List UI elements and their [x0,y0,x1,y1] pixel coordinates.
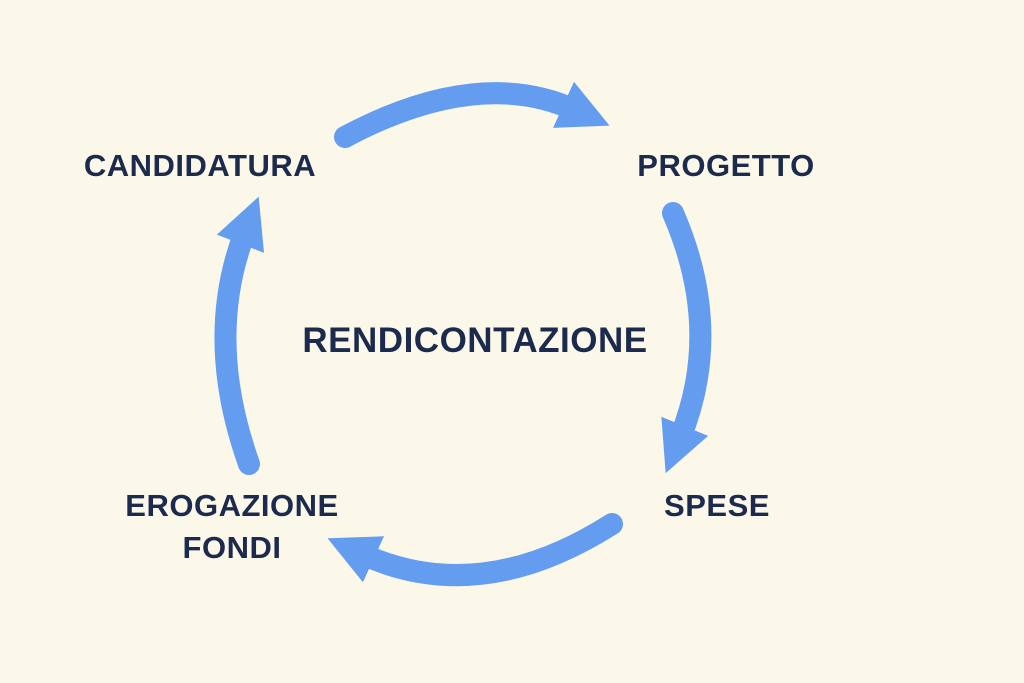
node-candidatura: CANDIDATURA [83,148,317,184]
diagram-center-title: RENDICONTAZIONE [302,321,648,360]
node-progetto: PROGETTO [637,148,815,184]
arrow-progetto-to-spese-icon [661,202,712,474]
arrow-spese-to-erogazione-icon [327,513,623,587]
arrow-candidatura-to-progetto-icon [334,81,610,148]
arrow-erogazione-to-candidatura-icon [214,196,265,475]
node-erogazione-fondi: EROGAZIONE FONDI [125,488,339,565]
node-spese: SPESE [664,488,770,524]
